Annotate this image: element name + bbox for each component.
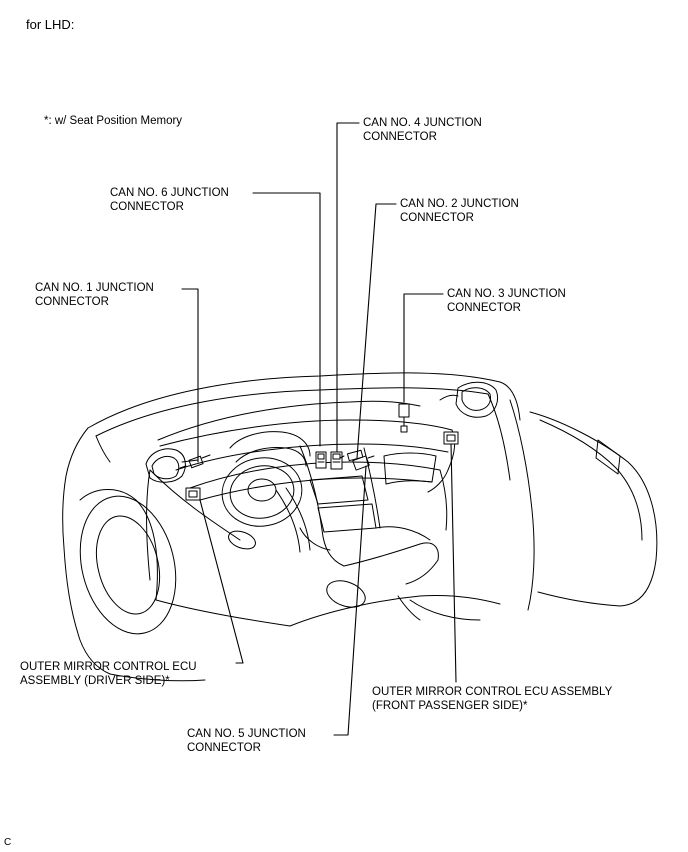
page-title: for LHD: bbox=[26, 17, 75, 32]
label-mirror-driver: OUTER MIRROR CONTROL ECU ASSEMBLY (DRIVE… bbox=[20, 661, 197, 687]
footnote: *: w/ Seat Position Memory bbox=[44, 115, 183, 127]
leader-can3 bbox=[403, 293, 444, 403]
leader-can2 bbox=[356, 203, 397, 459]
mirror-ecu-driver bbox=[185, 487, 201, 501]
can-no-4-connector bbox=[330, 451, 343, 470]
corner-mark: C bbox=[4, 837, 12, 848]
can-no-3-connector bbox=[398, 403, 410, 433]
leader-mirror-passenger bbox=[450, 442, 457, 683]
components bbox=[179, 403, 459, 501]
label-mirror-passenger: OUTER MIRROR CONTROL ECU ASSEMBLY (FRONT… bbox=[372, 686, 613, 712]
car-body bbox=[62, 372, 658, 682]
label-can6: CAN NO. 6 JUNCTION CONNECTOR bbox=[110, 187, 229, 213]
label-can1: CAN NO. 1 JUNCTION CONNECTOR bbox=[35, 282, 154, 308]
leader-can4 bbox=[336, 122, 360, 458]
can-no-5-connector bbox=[352, 455, 375, 471]
leader-can5 bbox=[333, 465, 367, 736]
leader-mirror-driver bbox=[199, 499, 244, 664]
leader-lines bbox=[181, 122, 457, 736]
label-can4: CAN NO. 4 JUNCTION CONNECTOR bbox=[363, 117, 482, 143]
label-can3: CAN NO. 3 JUNCTION CONNECTOR bbox=[447, 288, 566, 314]
label-can2: CAN NO. 2 JUNCTION CONNECTOR bbox=[400, 198, 519, 224]
can-no-1-connector bbox=[179, 454, 211, 469]
can-no-6-connector bbox=[315, 451, 327, 469]
instrument-panel bbox=[149, 419, 456, 608]
leader-can1 bbox=[181, 288, 199, 463]
can-no-2-connector bbox=[339, 449, 364, 462]
mirror-ecu-passenger bbox=[443, 431, 459, 445]
label-can5: CAN NO. 5 JUNCTION CONNECTOR bbox=[187, 728, 306, 754]
leader-can6 bbox=[252, 192, 321, 447]
